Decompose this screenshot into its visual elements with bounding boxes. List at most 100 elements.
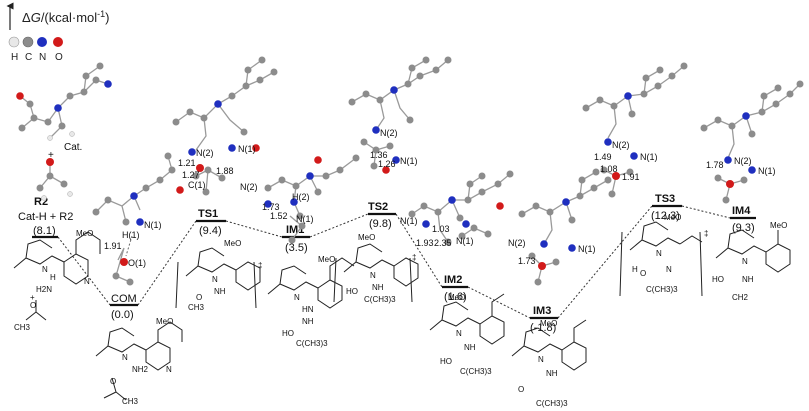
- geometry-ts3: N(2) N(1) 1.49 1.08 1.91: [582, 62, 688, 198]
- level-name-im2: IM2: [444, 274, 462, 286]
- svg-text:N: N: [370, 271, 376, 280]
- svg-text:NH2: NH2: [132, 365, 149, 374]
- svg-text:CH3: CH3: [14, 323, 31, 332]
- svg-text:MeO: MeO: [664, 213, 681, 222]
- geometry-ts2: N(2) 1.36 1.26 N(1): [348, 56, 452, 174]
- im2-dist1-label: 1.03: [432, 224, 450, 234]
- svg-text:MeO: MeO: [318, 255, 335, 264]
- com-h1-label: H(1): [122, 230, 140, 240]
- ts1-dist2-label: 1.27: [182, 170, 200, 180]
- svg-text:O: O: [196, 293, 202, 302]
- legend-o-atom-icon: [53, 37, 63, 47]
- level-energy-im2: (1.6): [444, 291, 467, 303]
- ts1-dist3-label: 1.88: [216, 166, 234, 176]
- legend-c-atom-icon: [22, 36, 34, 48]
- svg-text:HO: HO: [712, 275, 724, 284]
- structure-r2-text: MeO N H H2N N + O CH3: [14, 229, 93, 332]
- svg-text:MeO: MeO: [448, 293, 465, 302]
- legend-n-label: N: [39, 52, 46, 63]
- svg-text:HN: HN: [302, 305, 314, 314]
- svg-text:CH3: CH3: [188, 303, 205, 312]
- svg-text:‡: ‡: [412, 253, 416, 262]
- structure-im4-text: MeO N HO NH CH2: [712, 221, 787, 302]
- geometry-im1: N(2) H(2) 1.73 1.52 N(1): [240, 154, 360, 244]
- structure-im2: [429, 293, 505, 345]
- level-energy-r2: (8.1): [33, 225, 56, 237]
- structure-ts1: [175, 247, 261, 309]
- svg-text:O: O: [640, 269, 646, 278]
- structure-im1: [267, 257, 355, 309]
- level-name-com: COM: [111, 293, 137, 305]
- structure-com-text: MeO N NH2 O N CH3: [110, 317, 173, 406]
- level-name-ts2: TS2: [368, 201, 388, 213]
- svg-text:O: O: [30, 301, 36, 310]
- level-energy-im3: (-1.8): [530, 322, 556, 334]
- svg-text:HO: HO: [346, 287, 358, 296]
- structure-ts1-text: MeO N NH O CH3 ‡: [188, 239, 262, 312]
- energy-connectors: [57, 205, 731, 319]
- svg-text:H: H: [632, 265, 638, 274]
- ts1-n2-label: N(2): [196, 148, 214, 158]
- svg-text:MeO: MeO: [540, 319, 557, 328]
- structure-ts3-text: MeO N H O N C(CH3)3 ‡: [632, 213, 708, 294]
- svg-text:MeO: MeO: [770, 221, 787, 230]
- svg-text:+: +: [30, 293, 35, 302]
- level-energy-ts1: (9.4): [199, 225, 222, 237]
- structure-im3: [511, 319, 587, 371]
- svg-text:N: N: [456, 329, 462, 338]
- structure-im4: [715, 229, 791, 273]
- im3-dist-label: 1.73: [518, 256, 536, 266]
- svg-text:N: N: [294, 293, 300, 302]
- geometry-im4: N(2) N(1) 1.78: [700, 80, 804, 204]
- im3-n2-label: N(2): [508, 238, 526, 248]
- svg-text:N: N: [84, 277, 90, 286]
- y-axis-label: ΔG/(kcal·mol-1): [22, 9, 110, 25]
- im2-n1a-label: N(1): [400, 216, 418, 226]
- ts1-c1-label: C(1): [188, 180, 206, 190]
- ts3-dist2-label: 1.08: [600, 164, 618, 174]
- ts1-n1-label: N(1): [238, 144, 256, 154]
- atom-legend: H C N O: [8, 36, 63, 63]
- svg-text:CH3: CH3: [122, 397, 139, 406]
- r2-cat-label: Cat.: [64, 142, 82, 153]
- svg-text:N: N: [42, 265, 48, 274]
- geometry-ts1: N(2) N(1) 1.21 1.27 1.88 C(1): [172, 56, 278, 196]
- svg-text:‡: ‡: [258, 261, 262, 270]
- level-name-ts3: TS3: [655, 193, 675, 205]
- svg-text:H: H: [50, 273, 56, 282]
- structure-im3-text: MeO N NH O C(CH3)3: [518, 319, 568, 408]
- svg-text:C(CH3)3: C(CH3)3: [364, 295, 396, 304]
- structure-com: [95, 321, 183, 401]
- svg-text:MeO: MeO: [76, 229, 93, 238]
- svg-text:N: N: [166, 365, 172, 374]
- svg-text:MeO: MeO: [156, 317, 173, 326]
- ts3-n2-label: N(2): [612, 140, 630, 150]
- im2-n1b-label: N(1): [456, 236, 474, 246]
- structure-ts2-text: MeO N NH HO C(CH3)3 ‡: [346, 233, 416, 304]
- level-energy-com: (0.0): [111, 309, 134, 321]
- level-name-r2: Cat-H + R2: [18, 211, 73, 223]
- geometry-im2: N(1) 1.03 1.93 2.35 N(1): [400, 170, 514, 248]
- ts3-dist1-label: 1.49: [594, 152, 612, 162]
- im2-dist3-label: 2.35: [434, 238, 452, 248]
- legend-o-label: O: [55, 52, 63, 63]
- svg-text:‡: ‡: [704, 229, 708, 238]
- svg-text:HO: HO: [440, 357, 452, 366]
- r2-plus-label: +: [48, 150, 54, 161]
- level-name-im3: IM3: [533, 305, 551, 317]
- svg-text:H2N: H2N: [36, 285, 52, 294]
- im1-n1-label: N(1): [296, 214, 314, 224]
- level-name-ts1: TS1: [198, 208, 218, 220]
- svg-text:NH: NH: [464, 343, 476, 352]
- svg-text:O: O: [518, 385, 524, 394]
- svg-text:N: N: [122, 353, 128, 362]
- legend-h-label: H: [11, 52, 18, 63]
- legend-n-atom-icon: [37, 37, 47, 47]
- level-energy-im1: (3.5): [285, 242, 308, 254]
- ts2-n1-label: N(1): [400, 156, 418, 166]
- im4-n2-label: N(2): [734, 156, 752, 166]
- ts3-n1-label: N(1): [640, 152, 658, 162]
- svg-text:N: N: [742, 257, 748, 266]
- structure-r2: [13, 231, 101, 321]
